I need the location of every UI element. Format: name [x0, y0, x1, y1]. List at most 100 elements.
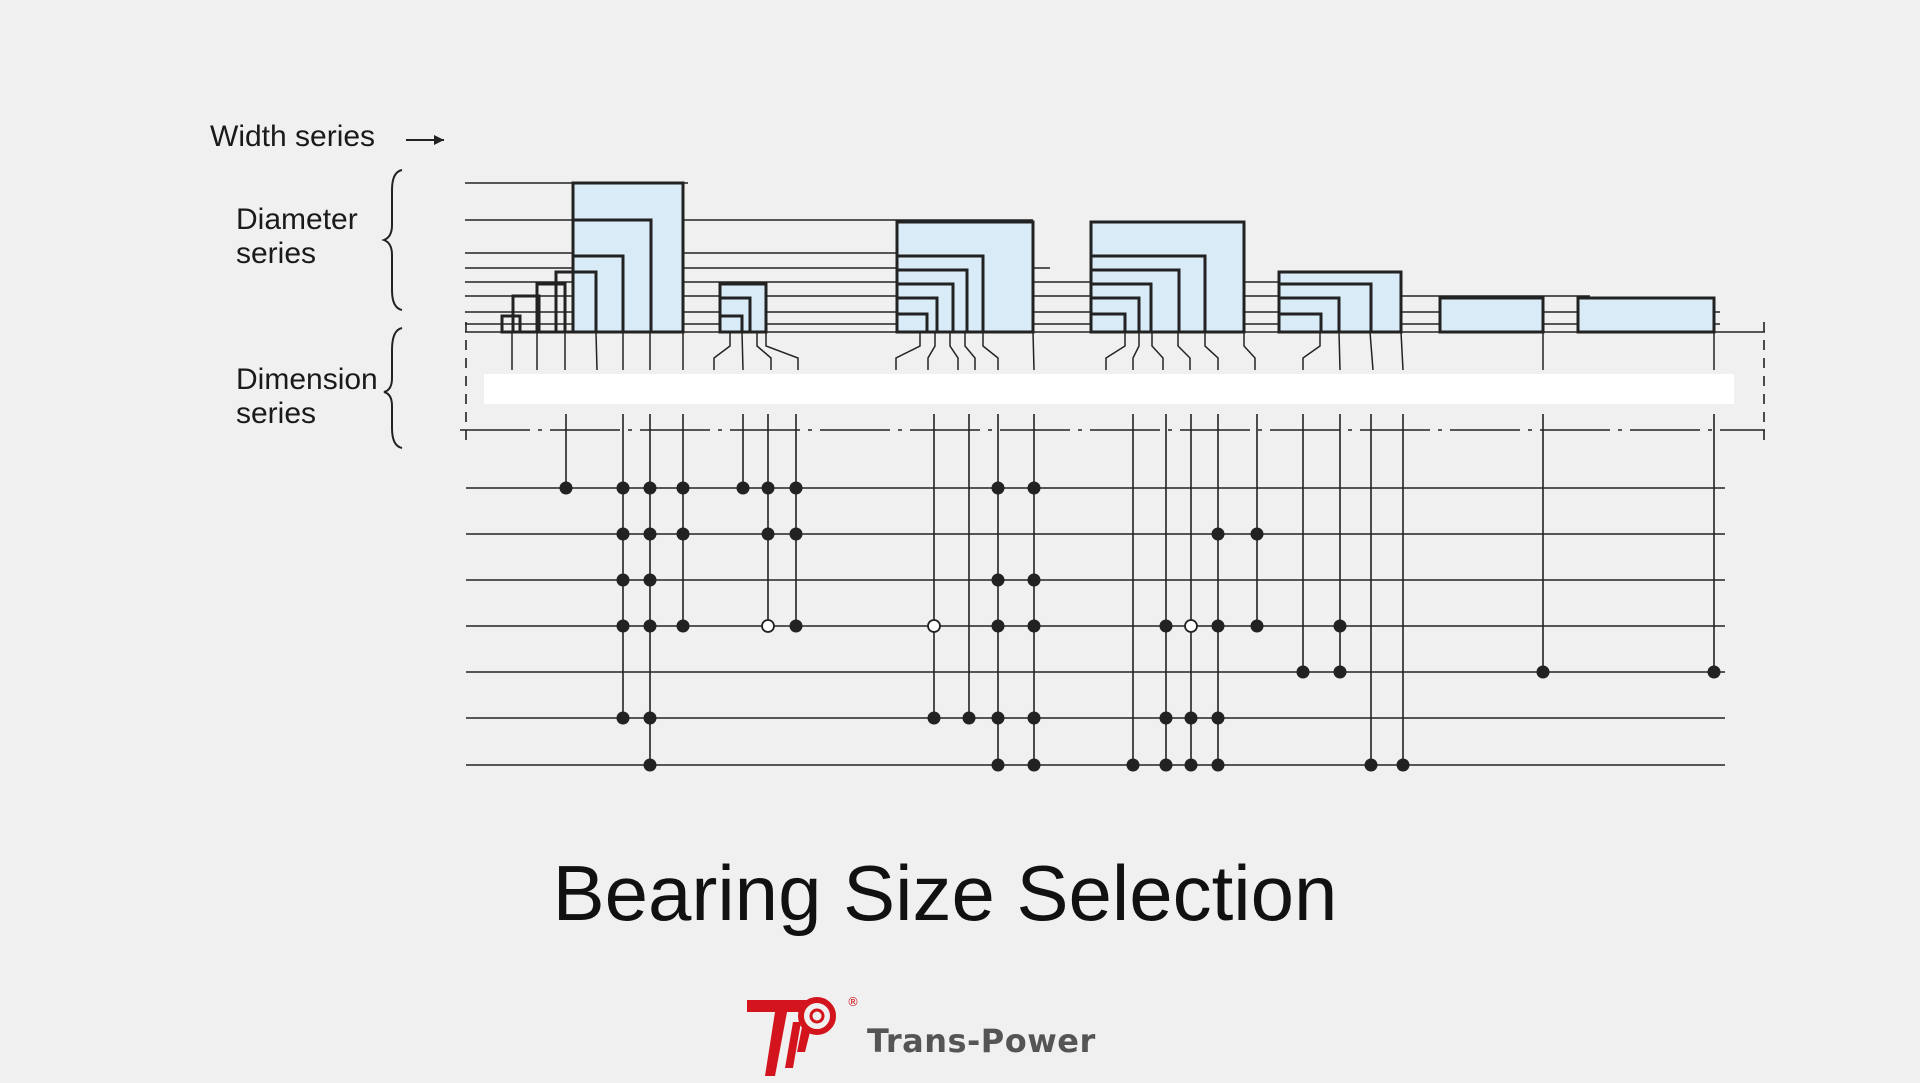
leader-41: [1400, 331, 1404, 371]
box-w0-d8: [500, 314, 522, 334]
applicable-dot: [616, 527, 630, 541]
partial-applicable-dot: [1184, 619, 1198, 633]
series-boxes: [500, 181, 1716, 334]
width-series-label: Width series: [210, 120, 375, 153]
applicable-dot: [761, 527, 775, 541]
page-title: Bearing Size Selection: [552, 849, 1338, 937]
applicable-dot: [1250, 619, 1264, 633]
box-w0-d2: [571, 254, 625, 334]
diameter-series-label-line2: series: [236, 237, 316, 270]
applicable-dot: [927, 711, 941, 725]
leader-40: [1369, 331, 1374, 371]
applicable-dot: [676, 481, 690, 495]
applicable-dot: [991, 758, 1005, 772]
applicable-dot: [962, 711, 976, 725]
box-w1-d8: [718, 314, 744, 334]
applicable-dot: [616, 481, 630, 495]
leader-49: [1338, 331, 1341, 371]
applicable-dot: [1159, 619, 1173, 633]
leader-38: [1105, 332, 1126, 370]
partial-applicable-dot: [761, 619, 775, 633]
leader-29: [927, 332, 936, 370]
leader-23: [1032, 331, 1035, 371]
applicable-dot: [789, 481, 803, 495]
leader-33: [1243, 332, 1256, 370]
applicable-dot: [643, 619, 657, 633]
applicable-dot: [616, 711, 630, 725]
brand-logo: ® Trans-Power: [745, 992, 1105, 1078]
applicable-dot: [1333, 619, 1347, 633]
applicable-dot: [1211, 527, 1225, 541]
tp-logo-icon: ®: [747, 995, 859, 1076]
leader-48: [1302, 332, 1321, 370]
applicable-dot: [1027, 711, 1041, 725]
width-series-arrowhead: [434, 135, 444, 145]
box-w0-d1: [554, 270, 598, 334]
leader-39: [1132, 332, 1140, 370]
applicable-dot: [643, 711, 657, 725]
leader-lines: [511, 331, 1715, 371]
leader-28: [895, 332, 921, 370]
applicable-dot: [1396, 758, 1410, 772]
box-w0-d0: [535, 282, 567, 334]
applicable-dot: [1027, 758, 1041, 772]
applicable-dot: [643, 527, 657, 541]
applicable-dot: [643, 758, 657, 772]
applicable-dot: [789, 527, 803, 541]
leader-01: [595, 331, 598, 371]
applicable-dot: [643, 481, 657, 495]
applicable-dot: [991, 573, 1005, 587]
box-w0-d9: [511, 294, 541, 334]
leader-21: [964, 332, 976, 370]
applicability-matrix: [466, 414, 1725, 772]
applicable-dot: [789, 619, 803, 633]
leader-31: [1177, 332, 1191, 370]
applicable-dot: [991, 711, 1005, 725]
applicable-dot: [1211, 711, 1225, 725]
applicable-dot: [1211, 758, 1225, 772]
applicable-dot: [1184, 711, 1198, 725]
applicable-dot: [676, 619, 690, 633]
brand-name: Trans-Power: [867, 1022, 1096, 1060]
applicable-dot: [1707, 665, 1721, 679]
applicable-dot: [643, 573, 657, 587]
svg-text:®: ®: [847, 995, 859, 1009]
dimension-band-strip: [484, 374, 1734, 404]
box-w2-d8: [895, 312, 929, 334]
applicable-dot: [1333, 665, 1347, 679]
applicable-dot: [1126, 758, 1140, 772]
diameter-series-label-line1: Diameter: [236, 203, 358, 236]
box-w3-d8: [1089, 312, 1127, 334]
applicable-dot: [991, 481, 1005, 495]
leader-17: [713, 332, 731, 370]
leader-18: [741, 331, 744, 371]
applicable-dot: [676, 527, 690, 541]
leader-20: [949, 332, 959, 370]
leader-19: [756, 332, 772, 370]
applicable-dot: [1211, 619, 1225, 633]
dimension-band: [460, 322, 1765, 440]
box-w4-d8: [1277, 312, 1323, 334]
dimension-brace: [383, 327, 403, 449]
leader-30: [1151, 332, 1164, 370]
box-w5-d9: [1438, 296, 1545, 334]
applicable-dot: [1364, 758, 1378, 772]
applicable-dot: [1296, 665, 1310, 679]
applicable-dot: [1027, 481, 1041, 495]
applicable-dot: [1250, 527, 1264, 541]
diameter-brace: [381, 169, 403, 311]
applicable-dot: [1159, 711, 1173, 725]
box-w6-d9: [1576, 296, 1716, 334]
applicable-dot: [1027, 573, 1041, 587]
leader-22: [982, 332, 999, 370]
applicable-dot: [616, 573, 630, 587]
applicable-dot: [991, 619, 1005, 633]
applicable-dot: [1184, 758, 1198, 772]
partial-applicable-dot: [927, 619, 941, 633]
applicable-dot: [736, 481, 750, 495]
applicable-dot: [1027, 619, 1041, 633]
applicable-dot: [616, 619, 630, 633]
leader-32: [1204, 332, 1219, 370]
dimension-series-label-line1: Dimension: [236, 363, 378, 396]
